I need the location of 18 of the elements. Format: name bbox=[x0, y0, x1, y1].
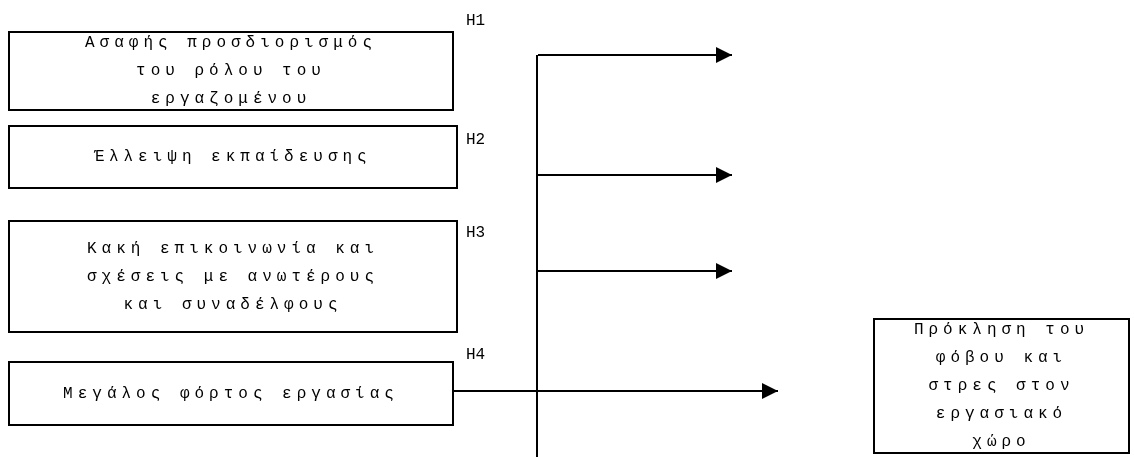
box-text: Έλλειψη εκπαίδευσης bbox=[94, 147, 372, 168]
process-box bbox=[8, 125, 458, 189]
arrow bbox=[537, 47, 733, 63]
hypothesis-label: H2 bbox=[466, 131, 486, 149]
hypothesis-label: H4 bbox=[466, 346, 486, 364]
process-box bbox=[8, 361, 454, 426]
arrow bbox=[453, 383, 779, 399]
process-box bbox=[873, 318, 1130, 454]
box-text: Κακή επικοινωνία και σχέσεις με ανωτέρους και συναδέλφους bbox=[86, 238, 380, 316]
box-text: Ασαφής προσδιορισμός του ρόλου του εργαζομένου bbox=[84, 33, 378, 110]
hypothesis-label: H1 bbox=[466, 12, 486, 30]
box-text: Πρόκληση του φόβου και στρες στον εργασιακό χώρο bbox=[912, 320, 1091, 453]
arrow bbox=[537, 263, 733, 279]
process-box bbox=[8, 220, 458, 333]
hypothesis-label: H3 bbox=[466, 224, 486, 242]
process-box bbox=[8, 31, 454, 111]
arrow bbox=[537, 167, 733, 183]
box-text: Μεγάλος φόρτος εργασίας bbox=[63, 383, 399, 405]
